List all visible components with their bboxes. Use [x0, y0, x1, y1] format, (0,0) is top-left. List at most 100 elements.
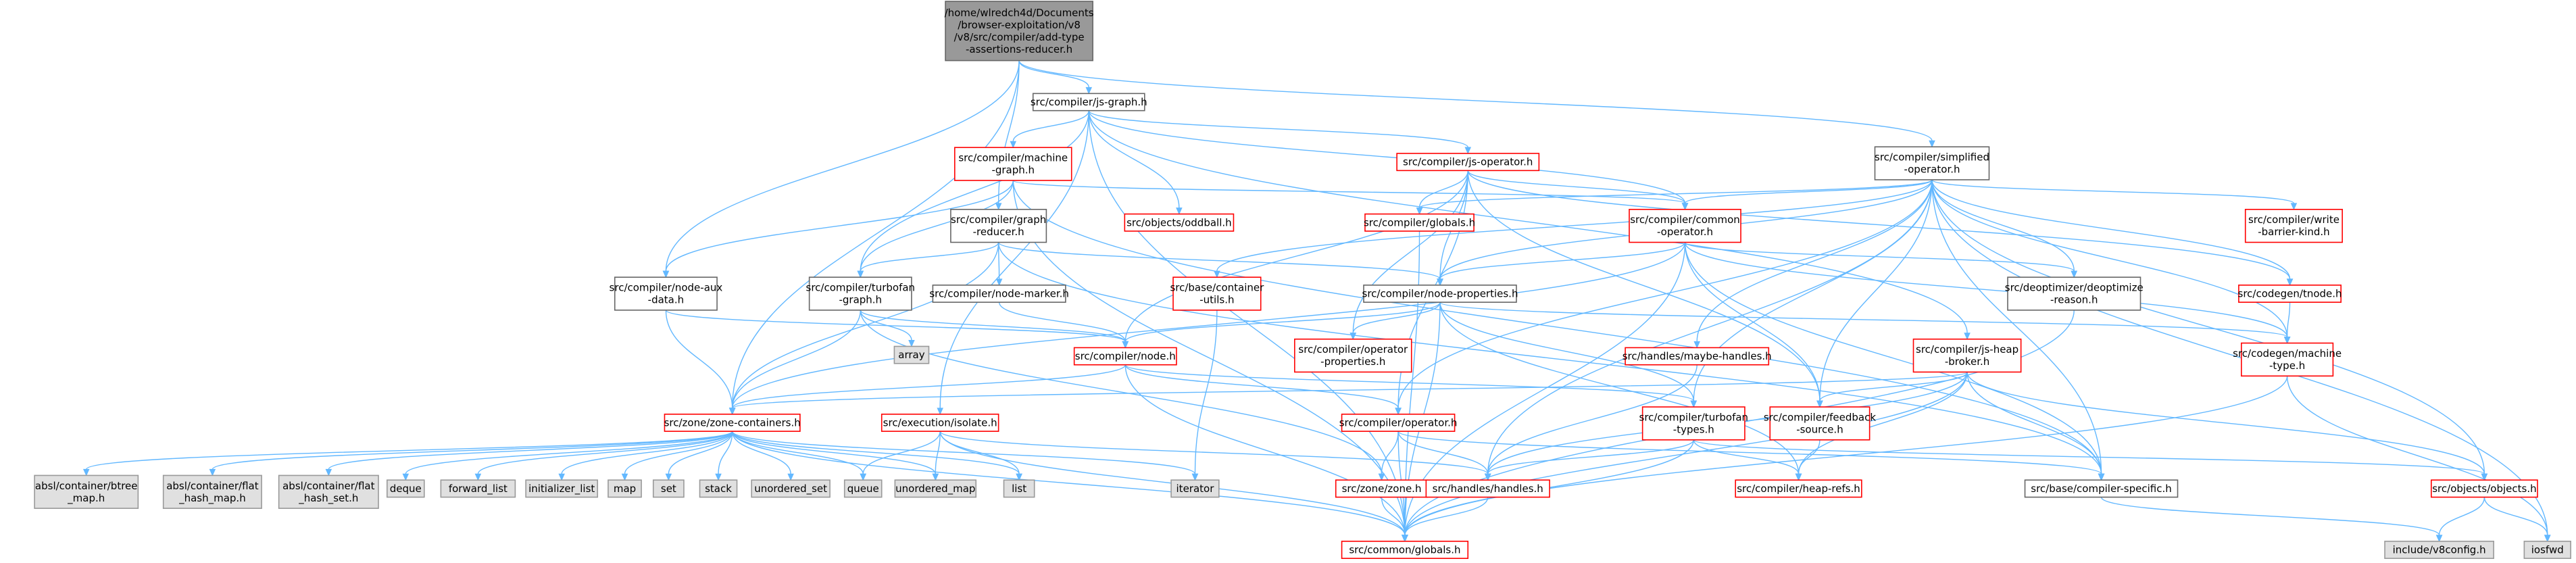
node-label: _map.h — [67, 492, 105, 505]
edge-graph-reducer-to-turbofan-graph — [857, 242, 999, 278]
node-operator-properties[interactable]: src/compiler/operator-properties.h — [1294, 338, 1412, 373]
node-box — [945, 1, 1093, 62]
edge-zone-containers-to-initializer-list — [558, 431, 733, 481]
edge-node-properties-to-operator-properties — [1349, 302, 1441, 340]
node-write-barrier-kind[interactable]: src/compiler/write-barrier-kind.h — [2244, 209, 2343, 243]
node-queue[interactable]: queue — [843, 479, 883, 498]
node-js-graph[interactable]: src/compiler/js-graph.h — [1031, 93, 1147, 112]
node-label: src/execution/isolate.h — [883, 416, 997, 429]
node-common-operator[interactable]: src/compiler/common-operator.h — [1629, 209, 1741, 243]
node-label: unordered_set — [754, 483, 827, 495]
node-compiler-globals[interactable]: src/compiler/globals.h — [1364, 213, 1475, 232]
edge-objects-to-v8config — [2435, 497, 2485, 543]
edge-zone-containers-to-btree-map — [82, 431, 733, 476]
node-box — [1172, 276, 1262, 311]
node-initializer-list[interactable]: initializer_list — [525, 479, 599, 498]
node-turbofan-types[interactable]: src/compiler/turbofan-types.h — [1639, 406, 1749, 441]
node-label: src/compiler/operator.h — [1339, 416, 1458, 429]
node-label: src/compiler/js-operator.h — [1403, 156, 1533, 168]
node-unordered-map[interactable]: unordered_map — [894, 479, 977, 498]
node-isolate[interactable]: src/execution/isolate.h — [881, 414, 999, 432]
node-box — [953, 147, 1072, 181]
edge-machine-type-to-iosfwd — [2286, 376, 2551, 543]
node-label: src/compiler/feedback — [1764, 411, 1877, 423]
node-tnode[interactable]: src/codegen/tnode.h — [2238, 285, 2342, 303]
node-handles[interactable]: src/handles/handles.h — [1425, 479, 1550, 498]
node-container-utils[interactable]: src/base/container-utils.h — [1170, 276, 1264, 311]
edge-js-graph-to-machine-graph — [1010, 110, 1089, 149]
node-box — [2238, 285, 2342, 303]
node-iosfwd[interactable]: iosfwd — [2523, 541, 2571, 559]
node-turbofan-graph[interactable]: src/compiler/turbofan-graph.h — [806, 276, 916, 311]
node-root[interactable]: /home/wlredch4d/Documents/browser-exploi… — [945, 1, 1094, 62]
node-box — [1294, 338, 1412, 373]
node-label: stack — [705, 483, 732, 495]
node-iterator[interactable]: iterator — [1170, 479, 1220, 498]
node-machine-type[interactable]: src/codegen/machine-type.h — [2233, 342, 2342, 377]
edge-isolate-to-unordered-map — [932, 431, 941, 481]
edge-zone-containers-to-flat-hash-set — [325, 431, 733, 476]
node-js-operator[interactable]: src/compiler/js-operator.h — [1396, 153, 1540, 172]
node-common-globals[interactable]: src/common/globals.h — [1341, 541, 1469, 559]
node-box — [1363, 285, 1517, 303]
node-label: src/compiler/graph — [951, 214, 1046, 226]
node-box — [1032, 93, 1145, 112]
node-btree-map[interactable]: absl/container/btree_map.h — [34, 474, 139, 509]
node-map[interactable]: map — [608, 479, 642, 498]
node-deque[interactable]: deque — [386, 479, 425, 498]
node-js-heap-broker[interactable]: src/compiler/js-heap-broker.h — [1912, 338, 2022, 373]
node-deoptimize-reason[interactable]: src/deoptimizer/deoptimize-reason.h — [2005, 276, 2144, 311]
node-v8config[interactable]: include/v8config.h — [2384, 541, 2494, 559]
node-box — [1629, 209, 1741, 243]
node-maybe-handles[interactable]: src/handles/maybe-handles.h — [1623, 347, 1772, 366]
node-forward-list[interactable]: forward_list — [440, 479, 516, 498]
node-zone[interactable]: src/zone/zone.h — [1335, 479, 1429, 498]
node-objects[interactable]: src/objects/objects.h — [2431, 479, 2538, 498]
node-label: include/v8config.h — [2393, 544, 2486, 556]
node-array[interactable]: array — [893, 345, 930, 364]
node-compiler-node[interactable]: src/compiler/node.h — [1073, 347, 1177, 366]
node-unordered-set[interactable]: unordered_set — [751, 479, 831, 498]
node-list[interactable]: list — [1003, 479, 1035, 498]
node-box — [1625, 347, 1770, 366]
node-compiler-specific[interactable]: src/base/compiler-specific.h — [2024, 479, 2179, 498]
node-box — [2024, 479, 2179, 498]
node-box — [1124, 213, 1235, 232]
node-set[interactable]: set — [652, 479, 685, 498]
node-heap-refs[interactable]: src/compiler/heap-refs.h — [1735, 479, 1862, 498]
node-label: absl/container/flat — [166, 480, 259, 492]
node-machine-graph[interactable]: src/compiler/machine-graph.h — [953, 147, 1072, 181]
node-simplified-operator[interactable]: src/compiler/simplified-operator.h — [1874, 146, 1990, 180]
edge-root-to-simplified-operator — [1018, 60, 1935, 148]
node-label: -types.h — [1673, 423, 1714, 435]
node-node-properties[interactable]: src/compiler/node-properties.h — [1362, 285, 1518, 303]
node-label: map — [614, 483, 636, 495]
node-feedback-source[interactable]: src/compiler/feedback-source.h — [1764, 406, 1877, 441]
node-box — [1641, 406, 1745, 441]
node-label: src/compiler/node-marker.h — [929, 288, 1069, 300]
edge-js-operator-to-common-operator — [1467, 170, 1689, 211]
node-compiler-operator[interactable]: src/compiler/operator.h — [1339, 414, 1458, 432]
node-stack[interactable]: stack — [699, 479, 738, 498]
edge-js-heap-broker-to-zone-containers — [728, 371, 1968, 416]
node-box — [950, 209, 1047, 243]
edge-feedback-source-to-heap-refs — [1795, 439, 1820, 481]
node-label: /home/wlredch4d/Documents — [945, 7, 1094, 19]
node-flat-hash-set[interactable]: absl/container/flat_hash_set.h — [278, 474, 379, 509]
node-label: unordered_map — [895, 483, 975, 495]
node-box — [893, 345, 930, 364]
node-flat-hash-map[interactable]: absl/container/flat_hash_map.h — [162, 474, 262, 509]
node-label: -operator.h — [1904, 164, 1960, 176]
edge-zone-containers-to-flat-hash-map — [209, 431, 733, 476]
edge-compiler-operator-to-zone — [1378, 431, 1399, 481]
node-node-aux-data[interactable]: src/compiler/node-aux-data.h — [610, 276, 723, 311]
node-zone-containers[interactable]: src/zone/zone-containers.h — [664, 414, 801, 432]
node-label: src/compiler/turbofan — [806, 282, 916, 294]
node-label: src/compiler/js-heap — [1916, 343, 2018, 356]
edge-zone-containers-to-forward-list — [474, 431, 733, 481]
node-oddball[interactable]: src/objects/oddball.h — [1124, 213, 1235, 232]
node-label: queue — [847, 483, 879, 495]
node-node-marker[interactable]: src/compiler/node-marker.h — [929, 285, 1069, 303]
edge-turbofan-graph-to-array — [860, 310, 915, 347]
node-graph-reducer[interactable]: src/compiler/graph-reducer.h — [950, 209, 1047, 243]
